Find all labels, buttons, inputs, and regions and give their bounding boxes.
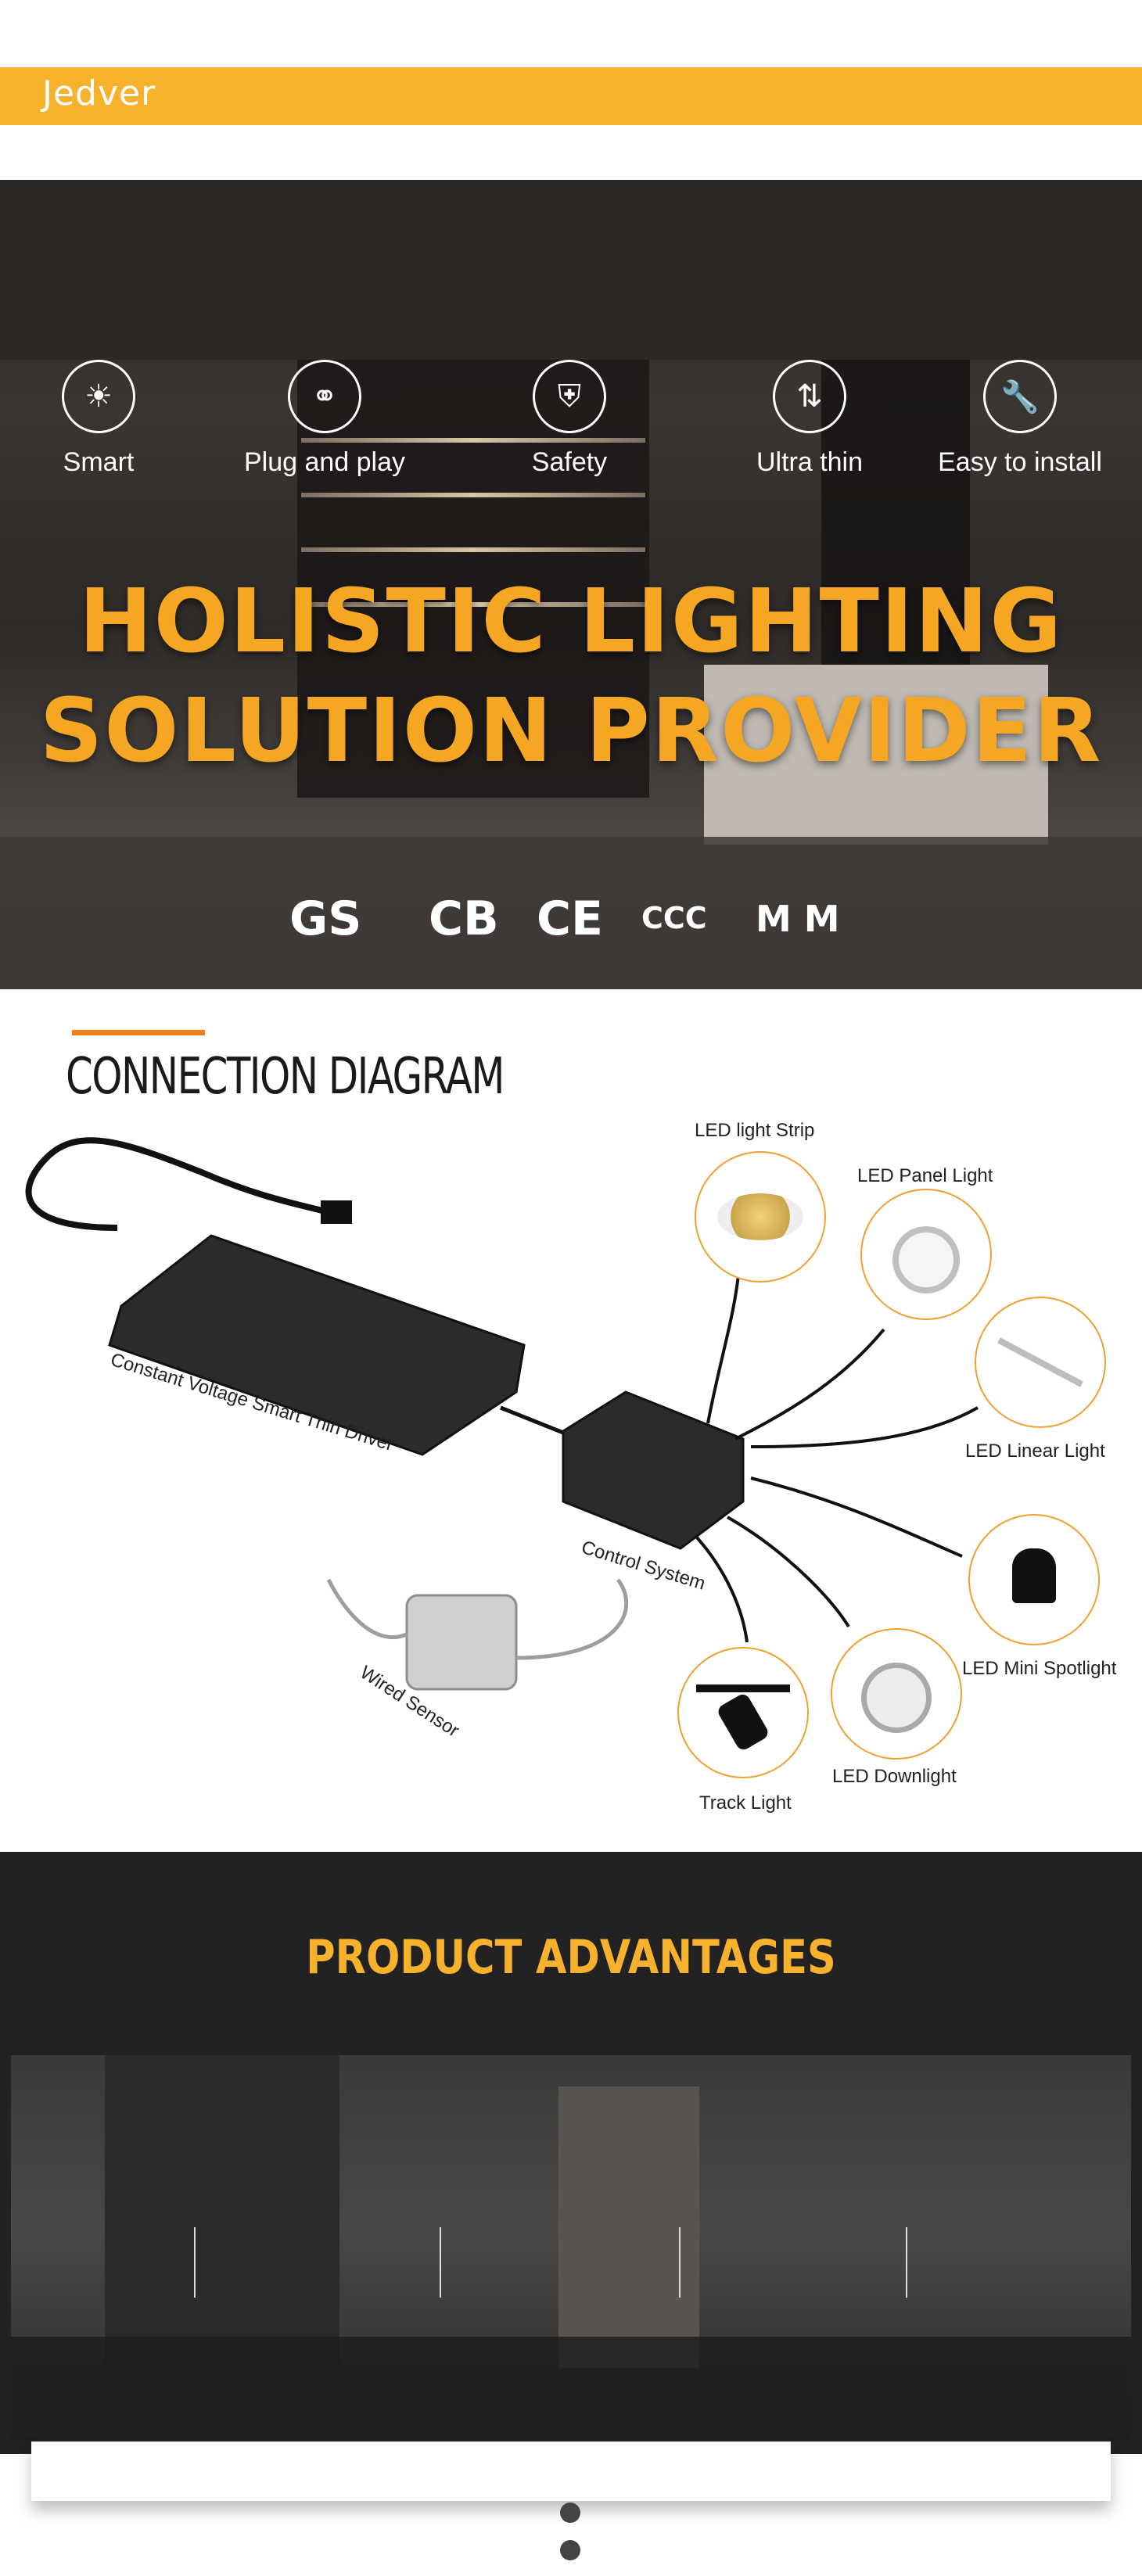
downlight-label: LED Downlight: [832, 1766, 957, 1787]
cable-panel: [734, 1328, 885, 1440]
track-light-image: [677, 1647, 809, 1778]
mini-spotlight-icon: [1012, 1548, 1056, 1603]
table-shape: [11, 2337, 1131, 2440]
carousel-dot[interactable]: [560, 2502, 580, 2523]
carousel-dot[interactable]: [560, 2540, 580, 2560]
feature-divider: [906, 2227, 907, 2298]
column-shape: [558, 2086, 699, 2368]
feature-label: Ultra thin: [756, 447, 864, 477]
arrows-icon: ⇅: [773, 360, 846, 433]
feature-label: Easy to install: [938, 447, 1102, 477]
track-light-label: Track Light: [699, 1792, 792, 1814]
feature-ultra-thin: ⇅ Ultra thin: [700, 360, 919, 478]
diagram-title: CONNECTION DIAGRAM: [66, 1048, 505, 1106]
linear-light-label: LED Linear Light: [965, 1440, 1105, 1462]
driver-cable: [500, 1405, 564, 1435]
driver-box: [108, 1234, 526, 1456]
feature-label: Smart: [63, 447, 135, 477]
ccc-cert-icon: CCC: [641, 901, 707, 935]
feature-plug-and-play: ⚭ Plug and play: [215, 360, 434, 478]
mini-spotlight-label: LED Mini Spotlight: [962, 1658, 1117, 1679]
brand-bar: Jedver: [0, 67, 1142, 125]
link-icon: ⚭: [288, 360, 361, 433]
sensor-cable: [515, 1578, 629, 1660]
shelf-light: [301, 547, 645, 552]
floor: [0, 837, 1142, 989]
advantages-section: PRODUCT ADVANTAGES: [0, 1852, 1142, 2454]
feature-divider: [679, 2227, 681, 2298]
panel-light-label: LED Panel Light: [857, 1165, 993, 1186]
cable-linear: [750, 1406, 979, 1448]
bulb-icon: ☀: [62, 360, 135, 433]
mini-spotlight-image: [968, 1514, 1100, 1645]
feature-smart: ☀ Smart: [0, 360, 208, 478]
cable-track: [695, 1535, 749, 1643]
panel-light-image: [860, 1189, 992, 1320]
panel-light-icon: [892, 1226, 960, 1293]
mm-cert-icon: M M: [756, 898, 840, 940]
shield-icon: ⛨: [533, 360, 606, 433]
feature-easy-install: 🔧 Easy to install: [910, 360, 1129, 478]
feature-label: Safety: [531, 447, 608, 477]
downlight-image: [831, 1628, 962, 1760]
track-rail-icon: [696, 1684, 790, 1692]
cable-downlight: [727, 1516, 850, 1628]
power-cable: [25, 1137, 329, 1231]
sensor-cable: [326, 1578, 408, 1639]
ceiling: [0, 180, 1142, 360]
brand-logo[interactable]: Jedver: [42, 74, 156, 113]
wired-sensor: [405, 1594, 518, 1691]
title-accent-line: [72, 1030, 205, 1035]
feature-divider: [194, 2227, 196, 2298]
led-strip-label: LED light Strip: [695, 1120, 815, 1141]
gs-cert-icon: GS: [289, 892, 362, 946]
cb-cert-icon: CB: [429, 892, 499, 946]
feature-label: Plug and play: [243, 447, 406, 477]
control-box: [562, 1390, 745, 1550]
advantages-title: PRODUCT ADVANTAGES: [306, 1930, 836, 1985]
hero-title-line2: SOLUTION PROVIDER: [39, 680, 1103, 782]
track-spot-icon: [715, 1692, 771, 1753]
dining-room-photo: [11, 2055, 1131, 2440]
kitchen-island: [704, 665, 1048, 845]
feature-safety: ⛨ Safety: [460, 360, 679, 478]
feature-divider: [440, 2227, 441, 2298]
hero-banner: HOLISTIC LIGHTING SOLUTION PROVIDER GS C…: [0, 180, 1142, 989]
shelf-unit: [297, 360, 649, 798]
led-strip-image: [695, 1151, 826, 1283]
cable-strip: [706, 1266, 741, 1424]
cable-spot: [750, 1476, 963, 1558]
led-strip-icon: [717, 1193, 803, 1240]
shelf-light: [301, 438, 645, 443]
linear-light-icon: [997, 1337, 1083, 1387]
ce-cert-icon: CE: [537, 892, 604, 946]
linear-light-image: [975, 1297, 1106, 1428]
downlight-icon: [861, 1663, 932, 1733]
shelf-light: [301, 602, 645, 607]
shelf-light: [301, 493, 645, 497]
footer-card: [31, 2441, 1111, 2501]
connection-diagram: [25, 1137, 979, 1691]
hero-title-line1: HOLISTIC LIGHTING: [78, 571, 1064, 673]
plug-icon: [321, 1200, 352, 1224]
wrench-icon: 🔧: [983, 360, 1057, 433]
